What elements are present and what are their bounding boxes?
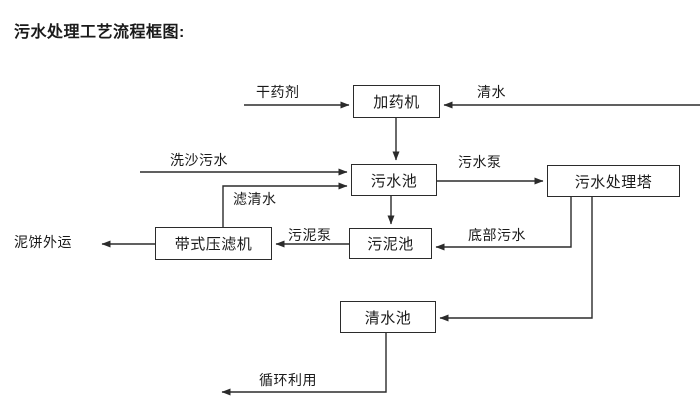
node-dosing-machine[interactable]: 加药机: [353, 85, 440, 118]
edge-tower-to-sludge-pool: [435, 197, 572, 251]
node-sludge-pool[interactable]: 污泥池: [349, 228, 432, 259]
node-treatment-tower[interactable]: 污水处理塔: [547, 165, 680, 197]
edge-label-sewage-pump: 污水泵: [458, 154, 502, 170]
node-label: 加药机: [373, 94, 420, 111]
node-label: 污水池: [370, 172, 418, 190]
terminal-label-mud-cake-out: 泥饼外运: [14, 234, 72, 250]
edge-label-filtered-water: 滤清水: [233, 191, 277, 207]
node-label: 带式压滤机: [174, 236, 253, 253]
edge-tower-to-clear-water-pool: [439, 197, 593, 322]
page-title: 污水处理工艺流程框图:: [14, 24, 185, 41]
edge-label-recycle-use: 循环利用: [259, 372, 317, 388]
edge-label-clean-water-in: 清水: [477, 84, 506, 100]
edge-layer: [101, 101, 700, 396]
edge-label-dry-chemical: 干药剂: [256, 84, 300, 100]
edge-clear-water-pool-to-recycle: [221, 333, 387, 396]
node-clear-water-pool[interactable]: 清水池: [340, 301, 436, 333]
edge-press-to-wastewater-pool: [222, 182, 348, 227]
node-label: 清水池: [364, 309, 412, 327]
edge-label-sand-wash-water: 洗沙污水: [170, 152, 228, 168]
node-wastewater-pool[interactable]: 污水池: [351, 164, 437, 196]
node-label: 污泥池: [367, 236, 414, 253]
edge-label-sludge-pump: 污泥泵: [288, 227, 332, 243]
node-belt-filter-press[interactable]: 带式压滤机: [155, 227, 272, 260]
node-label: 污水处理塔: [574, 173, 653, 191]
edge-label-bottom-wastewater: 底部污水: [468, 227, 526, 243]
